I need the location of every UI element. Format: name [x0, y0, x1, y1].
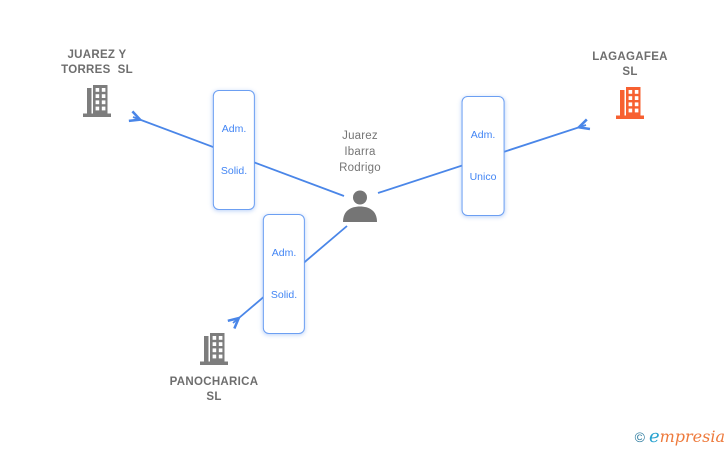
edge-label-adm-solid-panocharica: Adm. Solid.: [262, 214, 306, 334]
company-node-panocharica[interactable]: PANOCHARICA SL: [144, 333, 284, 405]
person-name[interactable]: Juarez Ibarra Rodrigo: [339, 130, 381, 174]
building-icon[interactable]: [83, 85, 111, 122]
edge-label-adm-unico-lagagafea: Adm. Unico: [461, 96, 505, 216]
person-icon[interactable]: [340, 190, 380, 227]
empresia-wordmark: empresia: [648, 426, 725, 447]
building-icon[interactable]: [200, 333, 228, 370]
company-node-juarez-y-torres[interactable]: JUAREZ Y TORRES SL: [27, 48, 167, 122]
company-name[interactable]: PANOCHARICA SL: [169, 376, 259, 403]
building-icon[interactable]: [616, 87, 644, 124]
copyright-icon: ©: [634, 429, 645, 445]
company-name[interactable]: JUAREZ Y TORRES SL: [61, 49, 133, 76]
company-name[interactable]: LAGAGAFEA SL: [592, 51, 668, 78]
empresia-logo[interactable]: © empresia: [635, 426, 725, 447]
person-node-juarez-ibarra-rodrigo[interactable]: Juarez Ibarra Rodrigo: [290, 128, 430, 227]
edge-label-adm-solid-juarez-y-torres: Adm. Solid.: [212, 90, 256, 210]
company-node-lagagafea[interactable]: LAGAGAFEA SL: [560, 50, 700, 124]
